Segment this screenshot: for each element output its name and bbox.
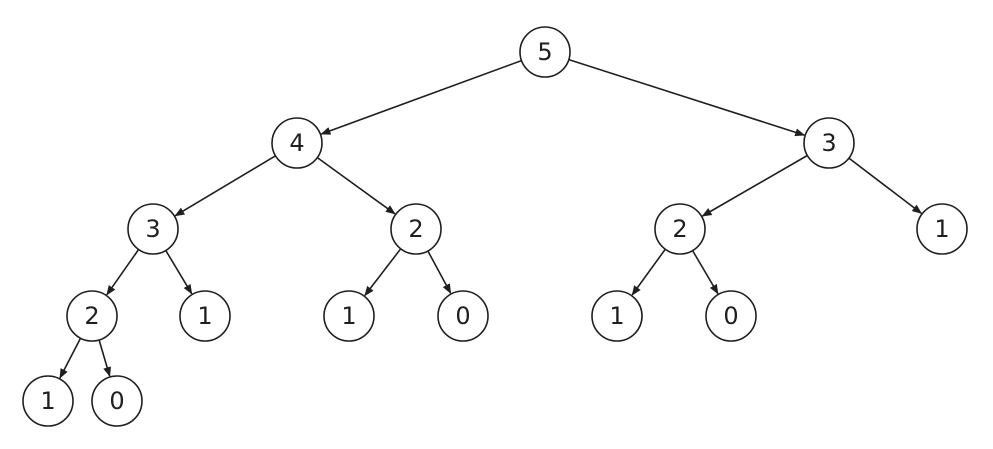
tree-node-n14: 0 <box>91 375 143 427</box>
tree-node-n11: 1 <box>591 290 643 342</box>
edges-layer <box>59 58 923 379</box>
node-label: 0 <box>455 302 470 330</box>
node-label: 0 <box>723 302 738 330</box>
node-label: 1 <box>609 302 624 330</box>
tree-node-n5: 2 <box>654 203 706 255</box>
edge-n4-to-n9 <box>364 248 402 297</box>
node-label: 3 <box>145 215 160 243</box>
node-label: 5 <box>537 38 552 66</box>
edge-n5-to-n11 <box>631 248 666 296</box>
node-label: 2 <box>672 215 687 243</box>
tree-node-n2: 3 <box>803 117 855 169</box>
tree-node-n13: 1 <box>22 375 74 427</box>
node-label: 1 <box>197 302 212 330</box>
edge-n3-to-n8 <box>165 250 193 295</box>
node-circle <box>22 375 74 427</box>
node-label: 2 <box>408 215 423 243</box>
node-label: 1 <box>341 302 356 330</box>
edge-n0-to-n2 <box>568 58 806 137</box>
node-circle <box>916 203 968 255</box>
tree-node-n8: 1 <box>179 290 231 342</box>
node-circle <box>705 290 757 342</box>
edge-n5-to-n12 <box>691 250 719 295</box>
node-circle <box>390 203 442 255</box>
edge-n0-to-n1 <box>320 59 522 135</box>
tree-node-n10: 0 <box>437 290 489 342</box>
tree-node-n4: 2 <box>390 203 442 255</box>
tree-node-n6: 1 <box>916 203 968 255</box>
node-label: 1 <box>934 215 949 243</box>
edge-n4-to-n10 <box>427 250 452 294</box>
nodes-layer: 5 4 3 3 2 2 1 2 1 1 0 1 0 1 0 <box>22 26 968 427</box>
edge-n2-to-n6 <box>848 157 923 214</box>
node-circle <box>127 203 179 255</box>
node-circle <box>803 117 855 169</box>
node-label: 1 <box>40 387 55 415</box>
node-label: 0 <box>109 387 124 415</box>
tree-node-n3: 3 <box>127 203 179 255</box>
edge-n3-to-n7 <box>106 249 140 296</box>
node-circle <box>654 203 706 255</box>
edge-n7-to-n13 <box>59 337 82 379</box>
tree-node-n7: 2 <box>66 290 118 342</box>
edge-n1-to-n3 <box>174 155 276 217</box>
node-circle <box>519 26 571 78</box>
edge-n2-to-n5 <box>701 154 808 217</box>
node-circle <box>91 375 143 427</box>
node-label: 4 <box>289 129 304 157</box>
node-circle <box>591 290 643 342</box>
node-circle <box>66 290 118 342</box>
node-circle <box>437 290 489 342</box>
edge-n7-to-n14 <box>98 339 112 378</box>
tree-node-n9: 1 <box>323 290 375 342</box>
node-circle <box>179 290 231 342</box>
tree-node-n12: 0 <box>705 290 757 342</box>
tree-node-n1: 4 <box>271 117 323 169</box>
tree-node-n0: 5 <box>519 26 571 78</box>
edge-n1-to-n4 <box>316 156 396 215</box>
node-label: 3 <box>821 129 836 157</box>
node-circle <box>271 117 323 169</box>
node-label: 2 <box>84 302 99 330</box>
node-circle <box>323 290 375 342</box>
